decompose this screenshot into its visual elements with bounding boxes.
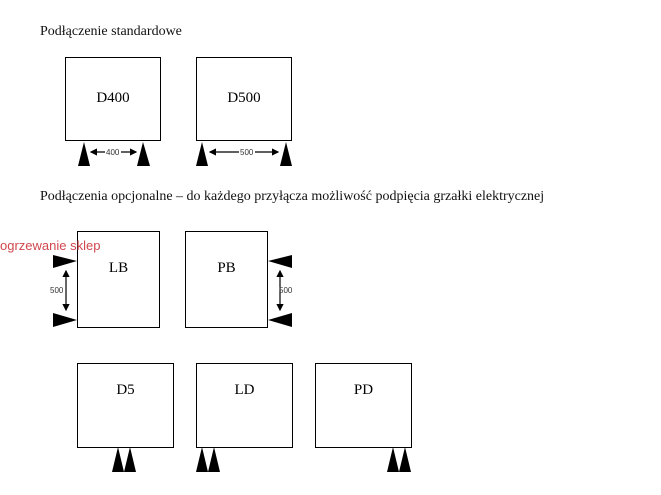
box-d500: D500 [196,57,292,141]
box-label: LB [108,260,129,276]
box-label: LD [234,382,255,398]
dimension-label: 500 [50,286,64,295]
connector-icon [137,142,150,166]
connector-icon [78,142,90,166]
box-ld: LD [196,363,293,448]
box-lb: LB [77,231,160,328]
connector-icon [387,447,399,472]
connector-icon [280,142,292,166]
box-label: PB [217,260,236,276]
standard-connection-title: Podłączenie standardowe [40,24,182,39]
dimension-label: 500 [240,148,254,157]
box-label: D500 [227,90,261,106]
box-label: PD [353,382,374,398]
connector-icon [196,447,208,472]
connector-icon [124,447,136,472]
box-pb: PB [185,231,268,328]
dimension-label: 400 [106,148,120,157]
box-d5: D5 [77,363,174,448]
connector-icon [112,447,124,472]
connector-icon [208,447,220,472]
connector-icon [268,313,292,327]
heating-annotation: ogrzewanie sklep [0,238,101,253]
connector-icon [196,142,208,166]
connector-icon [53,313,77,327]
box-d400: D400 [65,57,161,141]
optional-connections-title: Podłączenia opcjonalne – do każdego przy… [40,189,545,204]
box-pd: PD [315,363,412,448]
dimension-label: 500 [279,286,293,295]
connector-icon [53,255,77,268]
box-label: D400 [96,90,130,106]
connector-icon [268,255,292,268]
box-label: D5 [116,382,135,398]
connector-icon [399,447,411,472]
